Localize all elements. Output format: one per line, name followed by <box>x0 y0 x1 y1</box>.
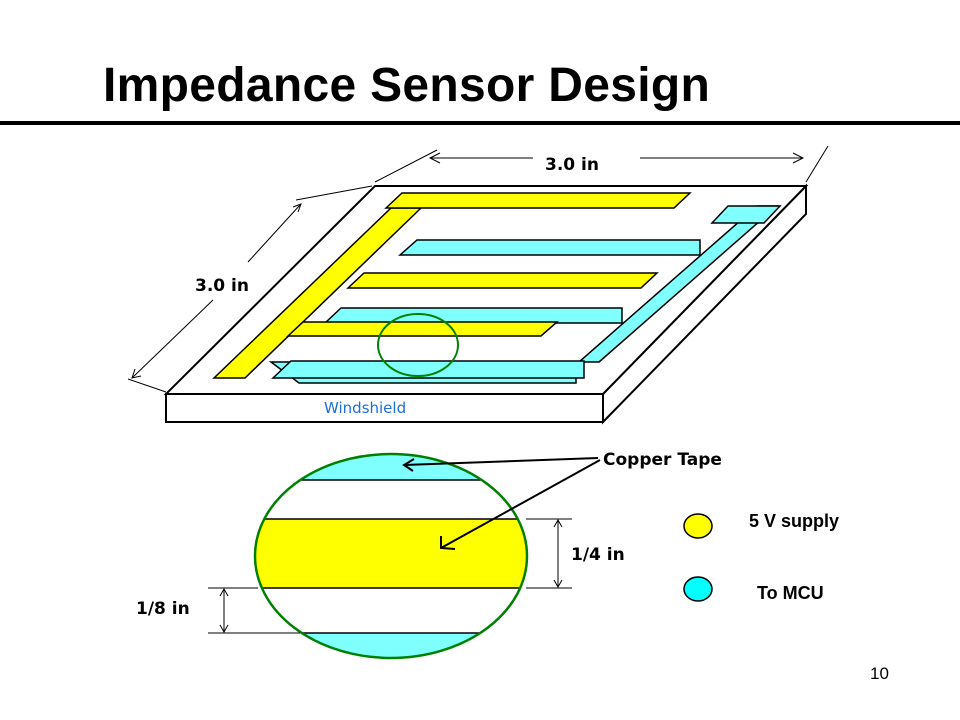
legend-mcu-swatch <box>683 576 713 602</box>
top-dimension-label: 3.0 in <box>545 155 599 175</box>
windshield-slab <box>163 183 809 425</box>
title-underline <box>0 121 960 125</box>
page-number: 10 <box>870 664 889 683</box>
gap-width-label: 1/8 in <box>136 599 190 619</box>
slab-top-face <box>163 185 809 395</box>
zoomed-detail <box>255 454 527 658</box>
top-dimension <box>374 145 829 183</box>
strip-width-dimension <box>526 518 572 589</box>
mcu-electrode <box>268 205 782 384</box>
supply-finger <box>286 321 559 337</box>
zoom-supply-strip <box>255 518 527 589</box>
mcu-finger <box>710 205 782 224</box>
copper-tape-label: Copper Tape <box>603 450 722 470</box>
strip-width-label: 1/4 in <box>571 545 625 565</box>
gap-width-dimension <box>208 587 300 634</box>
legend-mcu-label: To MCU <box>757 583 824 603</box>
mcu-finger <box>323 307 623 324</box>
mcu-finger <box>271 360 585 379</box>
left-dimension <box>127 185 373 393</box>
windshield-label: Windshield <box>324 399 406 417</box>
supply-finger <box>384 192 692 209</box>
supply-finger <box>346 272 659 289</box>
legend-supply-swatch <box>683 513 713 539</box>
slide-title: Impedance Sensor Design <box>103 59 711 112</box>
copper-tape-arrows <box>402 457 601 550</box>
legend-supply-label: 5 V supply <box>749 511 840 531</box>
zoom-circle <box>253 452 529 660</box>
supply-electrode <box>212 192 692 379</box>
left-dimension-label: 3.0 in <box>195 276 249 296</box>
mcu-finger <box>398 239 701 256</box>
zoom-indicator-circle <box>377 313 459 377</box>
